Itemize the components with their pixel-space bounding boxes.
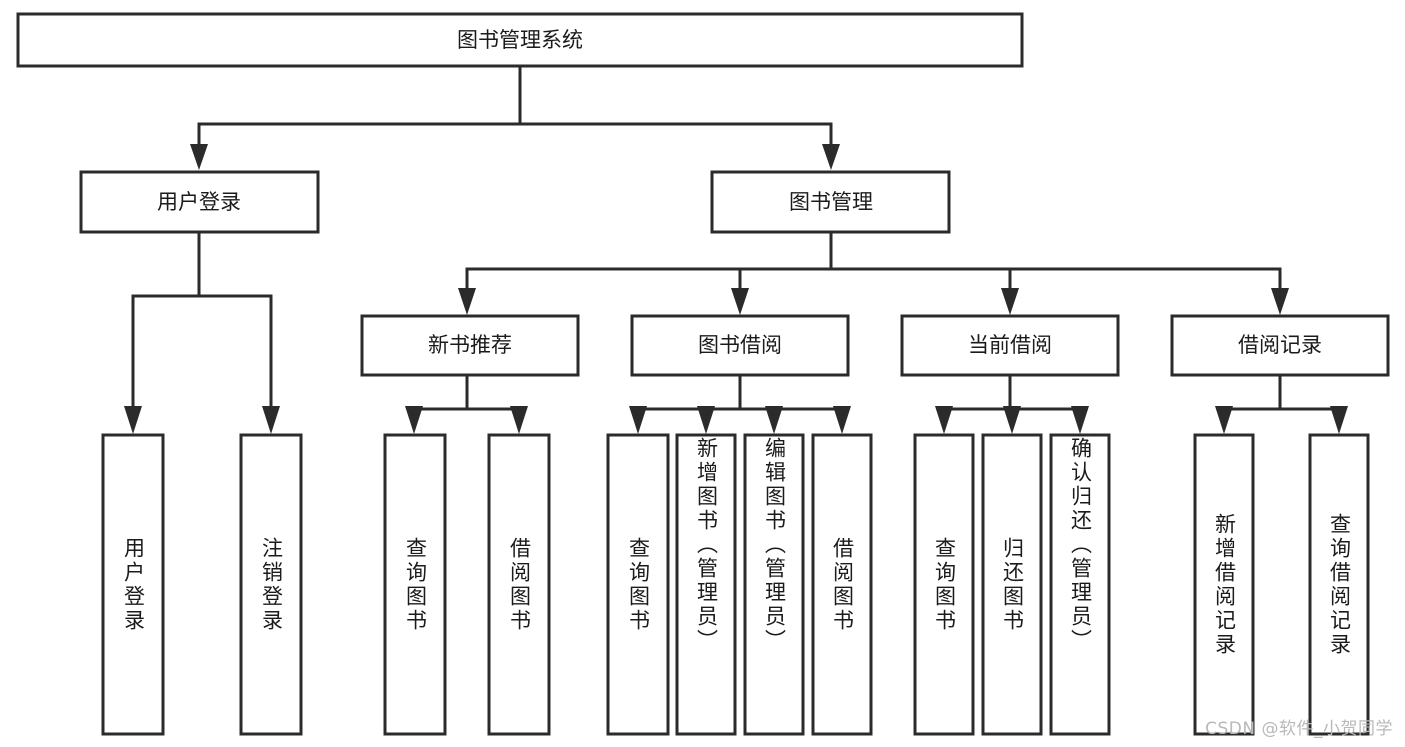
arrow-head-user-login-1 — [124, 406, 142, 434]
arrow-head-new-book — [458, 288, 476, 315]
arrow-head-new-book-1 — [405, 406, 423, 434]
node-current-borrow-label: 当前借阅 — [968, 333, 1052, 357]
node-new-book-recommend-label: 新书推荐 — [428, 333, 512, 357]
arrow-head-new-book-2 — [510, 406, 528, 434]
node-current-borrow[interactable]: 当前借阅 — [900, 314, 1120, 377]
arrow-head-current-borrow-2 — [1003, 406, 1021, 434]
node-new-book-recommend[interactable]: 新书推荐 — [360, 314, 580, 377]
node-book-borrow[interactable]: 图书借阅 — [630, 314, 850, 377]
connector-group-current-borrow — [935, 373, 1089, 434]
node-book-borrow-box[interactable] — [630, 314, 850, 377]
connector-group-book-borrow — [629, 373, 851, 434]
arrow-head-book-borrow — [731, 288, 749, 315]
arrow-head-borrow-record-2 — [1330, 406, 1348, 434]
connector-group-user-login — [124, 230, 280, 434]
connector-group-new-book — [405, 373, 528, 434]
watermark-text: CSDN @软件_小贺同学 — [1205, 719, 1393, 739]
arrow-head-current-borrow-3 — [1071, 406, 1089, 434]
leaf-box-book-borrow-1[interactable] — [606, 433, 670, 736]
node-user-login[interactable]: 用户登录 — [79, 170, 320, 234]
node-root-label: 图书管理系统 — [457, 28, 583, 52]
node-current-borrow-box[interactable] — [900, 314, 1120, 377]
node-root-box[interactable] — [16, 12, 1024, 68]
leaf-box-book-borrow-3[interactable] — [743, 433, 805, 736]
node-borrow-record-label: 借阅记录 — [1238, 333, 1322, 357]
arrow-head-to-user-login — [190, 144, 208, 170]
leaf-box-book-borrow-4[interactable] — [811, 433, 873, 736]
node-root[interactable]: 图书管理系统 — [16, 12, 1024, 68]
leaf-box-current-borrow-1[interactable] — [913, 433, 975, 736]
leaf-box-book-borrow-2[interactable] — [675, 433, 737, 736]
arrow-head-current-borrow — [1001, 288, 1019, 315]
leaf-box-user-login-1[interactable] — [101, 433, 165, 736]
node-user-login-label: 用户登录 — [157, 190, 241, 214]
arrow-head-book-borrow-3 — [765, 406, 783, 434]
leaf-box-current-borrow-2[interactable] — [981, 433, 1043, 736]
arrow-head-user-login-2 — [262, 406, 280, 434]
connector-group-root — [190, 64, 840, 170]
node-book-borrow-label: 图书借阅 — [698, 333, 782, 357]
arrow-head-borrow-record — [1271, 288, 1289, 315]
leaf-box-borrow-record-1[interactable] — [1193, 433, 1255, 736]
arrow-head-current-borrow-1 — [935, 406, 953, 434]
node-book-management[interactable]: 图书管理 — [710, 170, 951, 234]
arrow-head-to-book-mgmt — [822, 144, 840, 170]
node-user-login-box[interactable] — [79, 170, 320, 234]
node-borrow-record[interactable]: 借阅记录 — [1170, 314, 1390, 377]
arrow-head-borrow-record-1 — [1215, 406, 1233, 434]
connector-group-book-mgmt — [458, 230, 1289, 315]
leaf-box-current-borrow-3[interactable] — [1049, 433, 1111, 736]
node-book-management-label: 图书管理 — [789, 190, 873, 214]
leaf-box-borrow-record-2[interactable] — [1308, 433, 1370, 736]
arrow-head-book-borrow-4 — [833, 406, 851, 434]
leaf-box-new-book-2[interactable] — [487, 433, 551, 736]
arrow-head-book-borrow-1 — [629, 406, 647, 434]
node-new-book-recommend-box[interactable] — [360, 314, 580, 377]
leaf-box-user-login-2[interactable] — [239, 433, 303, 736]
arrow-head-book-borrow-2 — [697, 406, 715, 434]
leaf-box-group — [101, 433, 1370, 736]
node-borrow-record-box[interactable] — [1170, 314, 1390, 377]
node-book-management-box[interactable] — [710, 170, 951, 234]
leaf-box-new-book-1[interactable] — [383, 433, 447, 736]
connector-group-borrow-record — [1215, 373, 1348, 434]
